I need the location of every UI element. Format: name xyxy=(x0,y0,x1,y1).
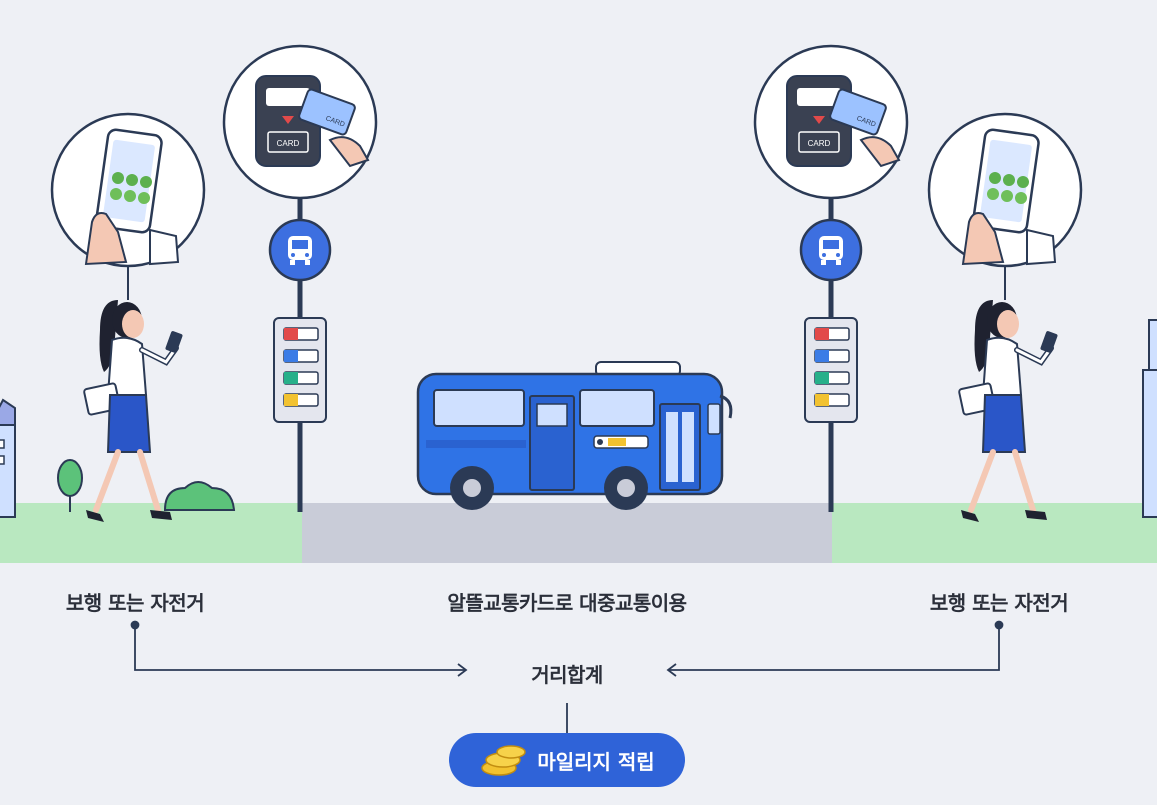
phone-bubble-left xyxy=(50,112,206,300)
tree-left xyxy=(57,459,83,512)
road xyxy=(302,503,832,563)
bus-stop-left: CARD CARD xyxy=(222,44,378,512)
phone-app-icon xyxy=(972,128,1040,234)
bus-route-panel xyxy=(273,317,327,423)
mileage-reward-badge: 마일리지 적립 xyxy=(449,733,685,787)
bush-left xyxy=(163,481,236,511)
card-reader-icon: CARD CARD xyxy=(255,75,370,168)
label-walk-or-bike-right: 보행 또는 자전거 xyxy=(929,591,1069,615)
reader-card-text: CARD xyxy=(808,139,831,148)
bus xyxy=(416,361,733,510)
flow-connectors xyxy=(130,620,1004,735)
bus-stop-sign-icon xyxy=(799,218,863,282)
grass-right xyxy=(832,503,1157,563)
building-right xyxy=(1142,319,1157,518)
label-public-transit: 알뜰교통카드로 대중교통이용 xyxy=(447,591,687,615)
woman-walking-right xyxy=(958,300,1058,522)
reader-card-text: CARD xyxy=(277,139,300,148)
woman-walking-left xyxy=(83,300,183,522)
coins-icon xyxy=(481,745,527,776)
bus-stop-sign-icon xyxy=(268,218,332,282)
label-distance-sum: 거리합계 xyxy=(531,663,603,687)
building-left xyxy=(0,398,16,518)
phone-bubble-right xyxy=(927,112,1083,300)
card-reader-icon: CARD CARD xyxy=(786,75,901,168)
bus-route-panel xyxy=(804,317,858,423)
phone-app-icon xyxy=(95,128,163,234)
bus-stop-right: CARD CARD xyxy=(753,44,909,512)
label-walk-or-bike-left: 보행 또는 자전거 xyxy=(65,591,205,615)
mileage-reward-label: 마일리지 적립 xyxy=(537,749,655,774)
